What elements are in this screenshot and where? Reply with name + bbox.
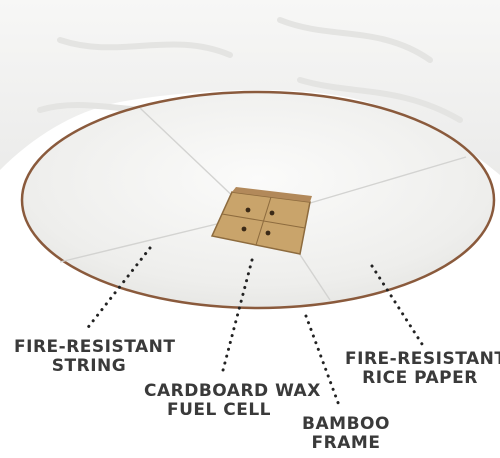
label-paper-line2: RICE PAPER [362,368,478,388]
lantern-canopy [0,0,500,175]
label-string-line1: FIRE-RESISTANT [14,337,176,357]
bamboo-frame [20,90,496,310]
label-frame-line1: BAMBOO [302,414,390,434]
leader-string [84,246,152,332]
fuel-cell [210,187,312,255]
label-bamboo-frame: BAMBOO FRAME [298,415,394,453]
leader-frame [304,314,342,410]
leader-fuel [220,258,254,376]
label-fire-resistant-rice-paper: FIRE-RESISTANT RICE PAPER [345,349,500,388]
label-fuel-line2: FUEL CELL [166,400,272,420]
canopy-wrinkles [37,17,463,123]
label-frame-line2: FRAME [311,433,381,453]
label-paper-line1: FIRE-RESISTANT [345,349,500,369]
label-fuel-line1: CARDBOARD WAX [144,381,321,401]
label-fire-resistant-string: FIRE-RESISTANT STRING [14,337,176,376]
leader-paper [370,264,424,346]
label-cardboard-wax-fuel-cell: CARDBOARD WAX FUEL CELL [144,381,321,420]
label-string-line2: STRING [51,356,127,376]
